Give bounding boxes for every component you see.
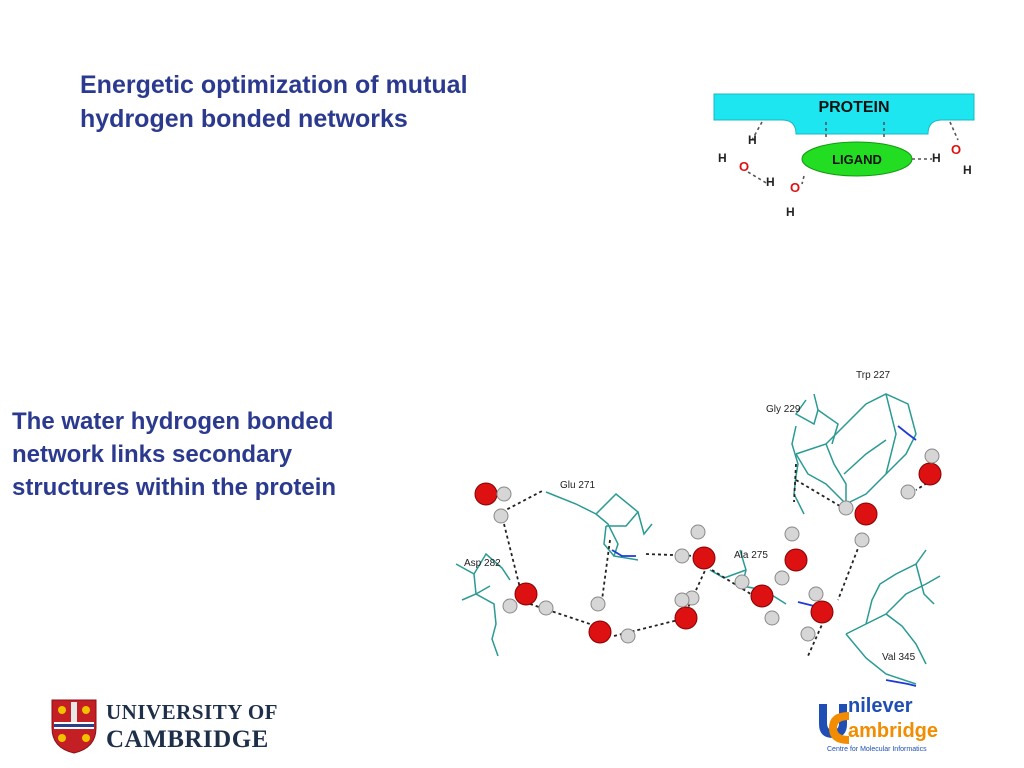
oxygen-atom [588,620,612,644]
atom-o-label: O [951,142,961,157]
hydrogen-atom [838,500,854,516]
water-molecule-right: H O H [932,142,972,177]
cambridge-line-1: UNIVERSITY OF [106,700,278,724]
oxygen-atom [750,584,774,608]
protein-block [713,93,975,135]
centre-subtitle: Centre for Molecular Informatics [827,746,927,753]
hydrogen-atom [734,574,750,590]
c-letter [829,712,849,744]
water-molecule-left: H H O [718,133,757,174]
hydrogen-atom [924,448,940,464]
hydrogen-atom [854,532,870,548]
water-molecules [474,448,942,644]
oxygen-atom [674,606,698,630]
university-of-cambridge-logo [51,699,97,754]
oxygen-atom [692,546,716,570]
oxygen-atom [474,482,498,506]
hydrogen-atom [496,486,512,502]
protein-ligand-diagram: PROTEIN LIGAND H H O H O H H O H [713,93,975,219]
water-network-structure: Trp 227 Gly 229 Glu 271 Asp 282 Ala 275 … [455,370,942,687]
oxygen-atom [854,502,878,526]
oxygen-atom [918,462,942,486]
cambridge-line-2: CAMBRIDGE [106,726,269,753]
residue-label-glu271: Glu 271 [560,480,595,491]
atom-h-label: H [786,205,795,219]
atom-o-label: O [790,180,800,195]
cambridge-wordmark: UNIVERSITY OF CAMBRIDGE [106,699,278,753]
ligand-label: LIGAND [832,152,882,167]
hydrogen-atom [674,592,690,608]
protein-label: PROTEIN [818,99,889,116]
atom-o-label: O [739,159,749,174]
hydrogen-bond-lines [747,121,959,185]
residue-label-trp227: Trp 227 [856,370,891,381]
hydrogen-atom [774,570,790,586]
hydrogen-atom [502,598,518,614]
residue-label-val345: Val 345 [882,652,916,663]
unilever-text: nilever [848,695,913,717]
residue-label-asp282: Asp 282 [464,558,501,569]
hydrogen-atom [808,586,824,602]
hydrogen-atom [538,600,554,616]
hydrogen-atom [900,484,916,500]
u-letter [819,704,847,738]
oxygen-atom [810,600,834,624]
hydrogen-atom [690,524,706,540]
hydrogen-atom [784,526,800,542]
hydrogen-atom [674,548,690,564]
oxygen-atom [514,582,538,606]
atom-h-label: H [932,151,941,165]
residue-label-gly229: Gly 229 [766,404,801,415]
atom-h-label: H [718,151,727,165]
atom-h-label: H [748,133,757,147]
hydrogen-atom [764,610,780,626]
residue-label-ala275: Ala 275 [734,550,768,561]
atom-h-label: H [963,163,972,177]
oxygen-atom [784,548,808,572]
water-molecule-bottom: H O H [766,175,800,219]
hydrogen-atom [620,628,636,644]
hydrogen-atom [493,508,509,524]
cambridge-part-text: ambridge [848,720,938,742]
hydrogen-atom [800,626,816,642]
atom-h-label: H [766,175,775,189]
network-caption: The water hydrogen bonded network links … [12,408,337,501]
unilever-cambridge-logo: nilever ambridge Centre for Molecular In… [819,695,938,753]
hydrogen-atom [590,596,606,612]
slide-title: Energetic optimization of mutual hydroge… [80,71,468,133]
residue-labels: Trp 227 Gly 229 Glu 271 Asp 282 Ala 275 … [464,370,916,663]
